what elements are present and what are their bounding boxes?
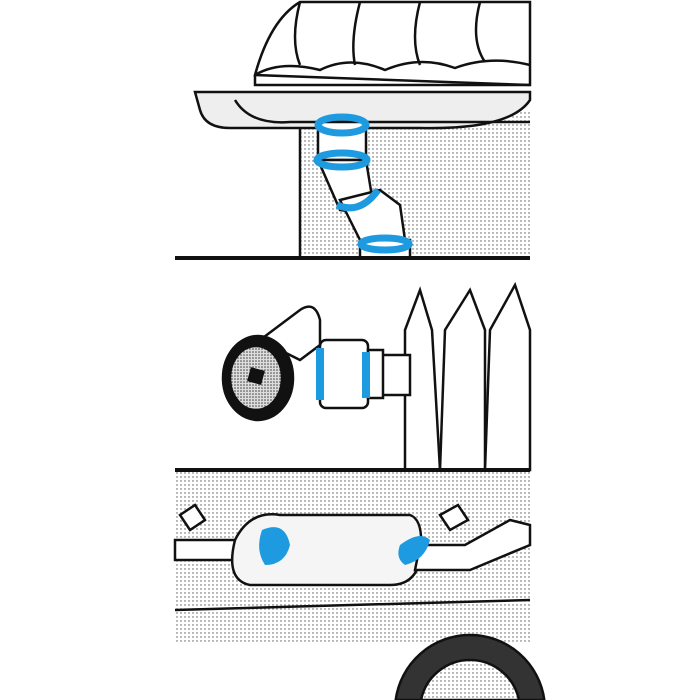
- gutter: [193, 90, 532, 130]
- blue-seals: [316, 348, 370, 400]
- wheel: [394, 633, 546, 700]
- valve-knob: [221, 334, 295, 422]
- gutter-panel: [175, 0, 532, 260]
- blue-seals: [259, 527, 430, 565]
- roof-tiles: [253, 0, 532, 87]
- hangers: [178, 503, 470, 532]
- radiator: [378, 281, 532, 472]
- blue-joints: [313, 113, 413, 254]
- radiator-panel: [175, 281, 532, 472]
- downpipe: [316, 120, 412, 260]
- exhaust-panel: [173, 472, 546, 700]
